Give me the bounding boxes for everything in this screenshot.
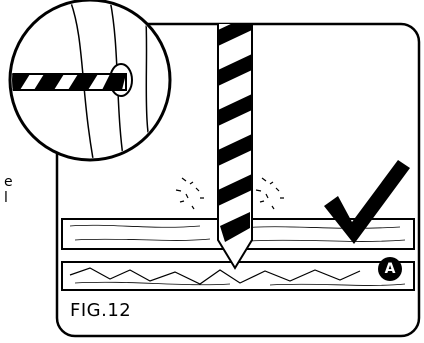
cropped-text-1: e bbox=[4, 174, 13, 190]
figure-label: FIG.12 bbox=[70, 300, 131, 321]
drill-bit-icon bbox=[218, 14, 252, 268]
cropped-text-2: l bbox=[4, 190, 8, 206]
marker-letter: A bbox=[378, 257, 402, 281]
lower-board bbox=[62, 262, 414, 290]
